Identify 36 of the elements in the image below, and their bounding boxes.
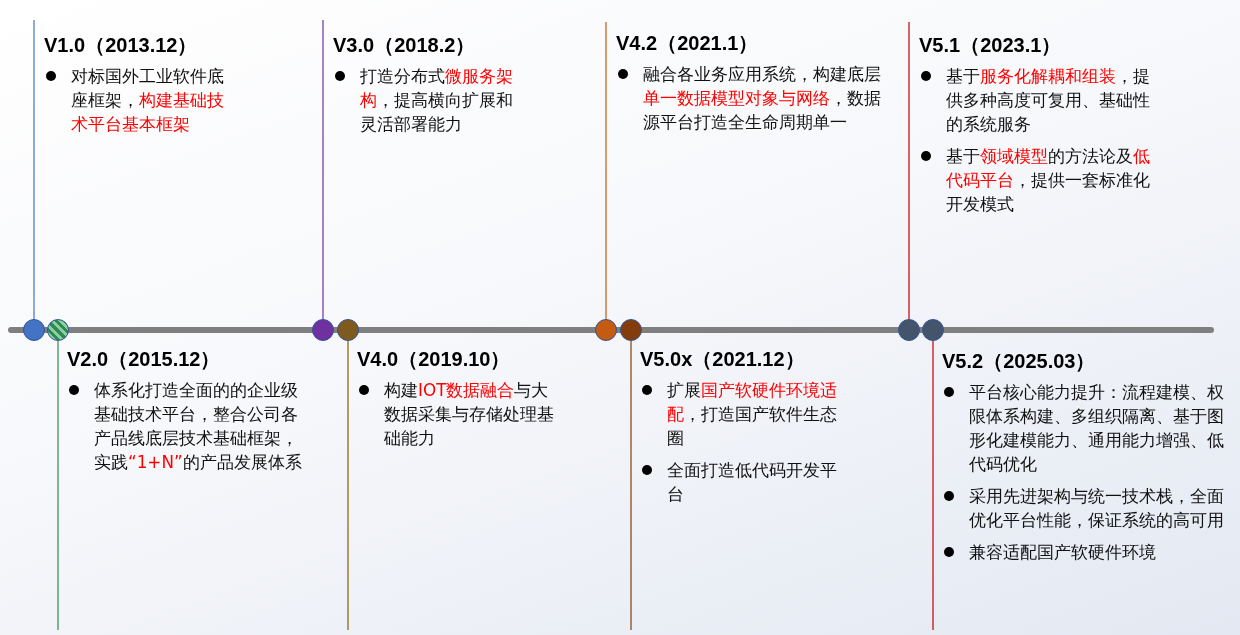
timeline-dot [898, 319, 920, 341]
version-heading: V5.2（2025.03） [942, 349, 1096, 374]
bullet-text: 采用先进架构与统一技术栈，全面优化平台性能，保证系统的高可用 [969, 486, 1224, 530]
version-heading: V5.0x（2021.12） [640, 347, 805, 372]
connector-line [322, 19, 324, 320]
timeline-dot [23, 319, 45, 341]
version-heading: V4.2（2021.1） [616, 31, 759, 56]
bullet-text: 对标国外工业软件底座框架，构建基础技术平台基本框架 [71, 66, 224, 134]
version-heading: V5.1（2023.1） [919, 33, 1062, 58]
version-heading: V1.0（2013.12） [44, 33, 198, 58]
bullet-text: 扩展国产软硬件环境适配，打造国产软件生态圈 [667, 380, 837, 448]
bullet-text: 打造分布式微服务架构，提高横向扩展和灵活部署能力 [360, 66, 513, 134]
timeline-dot [337, 319, 359, 341]
timeline-dot [922, 319, 944, 341]
bullet-text: 平台核心能力提升：流程建模、权限体系构建、多组织隔离、基于图形化建模能力、通用能力增强、低代码优化 [969, 382, 1224, 474]
connector-line [908, 21, 910, 320]
bullet-text: 基于服务化解耦和组装，提供多种高度可复用、基础性的系统服务 [946, 66, 1150, 134]
bullet-text: 基于领域模型的方法论及低代码平台，提供一套标准化开发模式 [946, 146, 1150, 214]
connector-line [932, 340, 934, 357]
timeline-dot [312, 319, 334, 341]
connector-line [347, 340, 349, 357]
connector-line [57, 340, 59, 357]
timeline-dot [620, 319, 642, 341]
version-heading: V4.0（2019.10） [357, 347, 511, 372]
bullet-text: 体系化打造全面的的企业级基础技术平台，整合公司各产品线底层技术基础框架，实践“1+N”的产品发展体系 [94, 380, 302, 472]
connector-line [630, 340, 632, 357]
bullet-text: 融合各业务应用系统，构建底层单一数据模型对象与网络，数据源平台打造全生命周期单一 [643, 64, 881, 132]
version-heading: V3.0（2018.2） [333, 33, 476, 58]
bullet-text: 全面打造低代码开发平台 [667, 460, 837, 504]
timeline-dot [47, 319, 69, 341]
bullet-text: 兼容适配国产软硬件环境 [969, 542, 1156, 562]
bullet-text: 构建IOT数据融合与大数据采集与存储处理基础能力 [384, 380, 554, 448]
connector-line [605, 21, 607, 320]
connector-line [33, 19, 35, 320]
version-heading: V2.0（2015.12） [67, 347, 221, 372]
timeline-dot [595, 319, 617, 341]
